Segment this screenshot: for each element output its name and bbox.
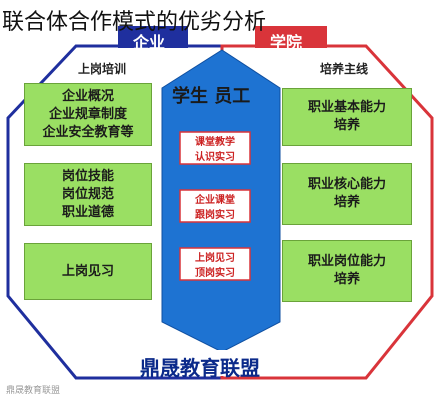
- center-item-2-line-1: 企业课堂: [195, 195, 235, 206]
- enterprise-box-1-line-3: 企业安全教育等: [42, 124, 134, 140]
- school-box-1-line-1: 职业基本能力: [307, 100, 386, 115]
- center-item-3-line-2: 顶岗实习: [195, 268, 235, 279]
- center-item-box: [179, 131, 251, 165]
- enterprise-box-2-line-1: 岗位技能: [61, 168, 114, 184]
- center-item-2: 企业课堂 跟岗实习: [180, 191, 250, 221]
- enterprise-box-3: 上岗见习: [24, 243, 152, 300]
- enterprise-box-2: 岗位技能 岗位规范 职业道德: [24, 163, 152, 226]
- school-label: 学院: [270, 33, 303, 52]
- center-item-box: [179, 189, 251, 223]
- enterprise-box-2-line-3: 职业道德: [61, 204, 114, 220]
- center-item-1-line-2: 认识实习: [195, 152, 235, 163]
- school-box-1: 职业基本能力 培养: [282, 88, 412, 146]
- center-item-3-line-1: 上岗见习: [195, 253, 235, 264]
- center-item-3: 上岗见习 顶岗实习: [180, 249, 250, 279]
- school-tab: [255, 26, 327, 48]
- enterprise-section-title: 上岗培训: [78, 62, 127, 76]
- school-frame: [220, 44, 434, 380]
- alliance-label: 鼎晟教育联盟: [140, 356, 260, 380]
- enterprise-box-2-line-2: 岗位规范: [61, 186, 114, 202]
- center-item-box: [179, 247, 251, 281]
- watermark: 鼎晟教育联盟: [6, 386, 61, 396]
- school-box-3: 职业岗位能力 培养: [282, 240, 412, 302]
- enterprise-box-1-line-1: 企业概况: [61, 88, 114, 104]
- school-box-2: 职业核心能力 培养: [282, 163, 412, 225]
- school-box-2-line-1: 职业核心能力: [307, 177, 386, 192]
- center-item-2-line-2: 跟岗实习: [195, 210, 235, 221]
- school-box-3-line-1: 职业岗位能力: [307, 254, 386, 269]
- alliance-banner: [125, 350, 315, 376]
- school-box-1-line-2: 培养: [333, 118, 360, 133]
- enterprise-tab: [118, 26, 188, 48]
- school-box-3-line-2: 培养: [333, 272, 360, 287]
- page-title: 联合体合作模式的优劣分析: [2, 10, 267, 35]
- enterprise-box-1: 企业概况 企业规章制度 企业安全教育等: [24, 83, 152, 146]
- school-section-title: 培养主线: [320, 62, 369, 76]
- center-item-1-line-1: 课堂教学: [195, 137, 235, 148]
- enterprise-box-3-line-1: 上岗见习: [61, 263, 114, 279]
- center-item-1: 课堂教学 认识实习: [180, 133, 250, 163]
- enterprise-label: 企业: [133, 33, 166, 52]
- center-title: 学生 员工: [172, 86, 251, 107]
- enterprise-box-1-line-2: 企业规章制度: [48, 106, 127, 122]
- school-box-2-line-2: 培养: [333, 195, 360, 210]
